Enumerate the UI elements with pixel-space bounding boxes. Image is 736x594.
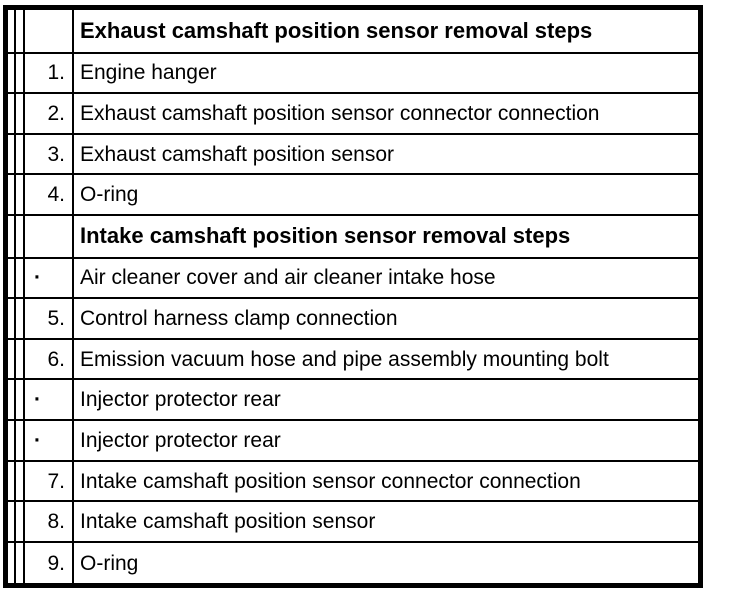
step-text-cell: Engine hanger [72, 51, 702, 95]
table-row: · Injector protector rear [4, 419, 702, 462]
step-text-cell: Intake camshaft position sensor removal … [72, 214, 702, 259]
revision-mark-cell-a [4, 92, 16, 135]
table-row: 4. O-ring [4, 173, 702, 217]
step-marker-cell: 7. [23, 459, 74, 503]
revision-mark-cell-a [4, 256, 16, 300]
revision-mark-cell-a [4, 6, 16, 54]
revision-mark-cell-a [4, 214, 16, 259]
table-row: 8. Intake camshaft position sensor [4, 500, 702, 544]
revision-mark-cell-b [14, 297, 25, 340]
revision-mark-cell-b [14, 6, 25, 54]
step-marker-cell: 2. [23, 92, 74, 135]
step-marker-cell [23, 214, 74, 259]
step-marker-cell: · [23, 419, 74, 462]
step-text-cell: O-ring [72, 541, 702, 587]
step-text-cell: O-ring [72, 173, 702, 217]
revision-mark-cell-b [14, 132, 25, 176]
revision-mark-cell-a [4, 419, 16, 462]
table-row: 7. Intake camshaft position sensor conne… [4, 459, 702, 503]
revision-mark-cell-b [14, 92, 25, 135]
revision-mark-cell-b [14, 459, 25, 503]
table-row: Exhaust camshaft position sensor removal… [4, 6, 702, 54]
removal-steps-table-body: Exhaust camshaft position sensor removal… [4, 6, 702, 587]
step-marker-cell: · [23, 378, 74, 422]
step-marker-cell: 4. [23, 173, 74, 217]
revision-mark-cell-a [4, 173, 16, 217]
step-marker-cell: 6. [23, 337, 74, 381]
table-row: 5. Control harness clamp connection [4, 297, 702, 340]
step-marker-cell: 8. [23, 500, 74, 544]
revision-mark-cell-a [4, 297, 16, 340]
step-text-cell: Control harness clamp connection [72, 297, 702, 340]
step-marker-cell: 1. [23, 51, 74, 95]
revision-mark-cell-b [14, 51, 25, 95]
step-marker-cell [23, 6, 74, 54]
step-marker-cell: · [23, 256, 74, 300]
step-text-cell: Intake camshaft position sensor [72, 500, 702, 544]
revision-mark-cell-a [4, 337, 16, 381]
table-row: 6. Emission vacuum hose and pipe assembl… [4, 337, 702, 381]
revision-mark-cell-b [14, 173, 25, 217]
step-text-cell: Injector protector rear [72, 419, 702, 462]
removal-steps-table: Exhaust camshaft position sensor removal… [3, 5, 703, 588]
step-text-cell: Exhaust camshaft position sensor connect… [72, 92, 702, 135]
revision-mark-cell-b [14, 500, 25, 544]
table-row: · Air cleaner cover and air cleaner inta… [4, 256, 702, 300]
step-text-cell: Intake camshaft position sensor connecto… [72, 459, 702, 503]
revision-mark-cell-b [14, 337, 25, 381]
revision-mark-cell-b [14, 541, 25, 587]
revision-mark-cell-a [4, 51, 16, 95]
step-marker-cell: 9. [23, 541, 74, 587]
step-marker-cell: 3. [23, 132, 74, 176]
table-row: · Injector protector rear [4, 378, 702, 422]
table-row: 3. Exhaust camshaft position sensor [4, 132, 702, 176]
step-text-cell: Exhaust camshaft position sensor removal… [72, 6, 702, 54]
revision-mark-cell-b [14, 256, 25, 300]
revision-mark-cell-a [4, 500, 16, 544]
step-text-cell: Exhaust camshaft position sensor [72, 132, 702, 176]
table-row: 2. Exhaust camshaft position sensor conn… [4, 92, 702, 135]
table-row: 1. Engine hanger [4, 51, 702, 95]
step-text-cell: Emission vacuum hose and pipe assembly m… [72, 337, 702, 381]
revision-mark-cell-a [4, 459, 16, 503]
revision-mark-cell-b [14, 378, 25, 422]
revision-mark-cell-a [4, 378, 16, 422]
revision-mark-cell-a [4, 541, 16, 587]
revision-mark-cell-b [14, 214, 25, 259]
step-text-cell: Air cleaner cover and air cleaner intake… [72, 256, 702, 300]
step-text-cell: Injector protector rear [72, 378, 702, 422]
revision-mark-cell-b [14, 419, 25, 462]
table-row: Intake camshaft position sensor removal … [4, 214, 702, 259]
step-marker-cell: 5. [23, 297, 74, 340]
table-row: 9. O-ring [4, 541, 702, 587]
revision-mark-cell-a [4, 132, 16, 176]
